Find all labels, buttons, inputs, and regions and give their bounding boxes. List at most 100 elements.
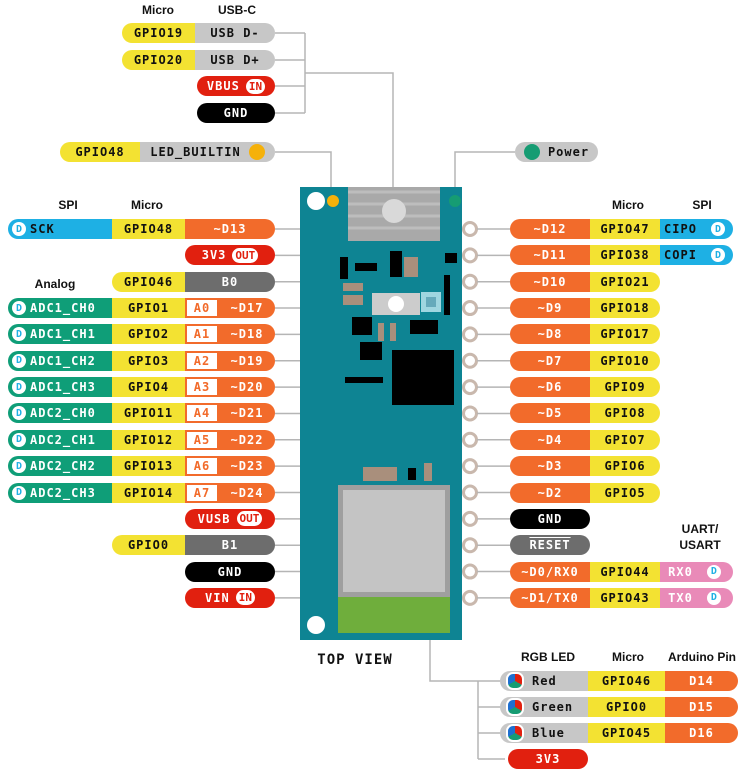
orange-label: ~D3 — [510, 456, 590, 477]
pin-label: ~D23 — [230, 459, 264, 474]
header-pin — [462, 484, 478, 501]
analog-label: A5 — [185, 429, 219, 450]
header-top_usbc: USB-C — [218, 3, 256, 17]
power-direction-badge: IN — [235, 590, 255, 606]
pin-row: D ADC1_CH0 GPIO1 A0 ~D17 — [8, 298, 275, 319]
pin-label: A3 — [193, 380, 211, 395]
pin-row: RESET — [510, 535, 590, 556]
top-view-label: TOP VIEW — [317, 652, 393, 668]
pin-label: GPIO38 — [600, 248, 650, 263]
pin-label: GND — [537, 511, 563, 526]
pin-label: ~D17 — [230, 301, 264, 316]
pin-row: 3V3 — [508, 749, 588, 769]
gpio-label: GPIO47 — [590, 219, 660, 239]
gpio-label: GPIO44 — [590, 561, 660, 582]
dgray-label: B1 — [185, 535, 275, 556]
gpio-label: GPIO0 — [112, 535, 185, 556]
power-direction-badge: OUT — [232, 247, 259, 263]
pin-label: ADC1_CH0 — [30, 301, 96, 316]
gpio-label: GPIO1 — [112, 298, 185, 319]
usb-c-port — [382, 199, 406, 223]
gpio-label: GPIO45 — [588, 723, 665, 743]
digital-badge-icon: D — [12, 406, 26, 421]
pin-label: A1 — [193, 327, 211, 342]
pin-label: ~D7 — [537, 353, 563, 368]
pin-label: GPIO48 — [75, 145, 125, 159]
header-pin — [462, 563, 478, 580]
header-right_usart: USART — [679, 538, 721, 552]
digital-badge-icon: D — [12, 380, 26, 395]
power-led — [449, 195, 461, 207]
orange-label: ~D18 — [219, 324, 275, 345]
orange-label: ~D2 — [510, 482, 590, 503]
gpio-label: GPIO6 — [590, 456, 660, 477]
pin-label: GPIO10 — [600, 353, 650, 368]
pin-label: GPIO6 — [604, 459, 646, 474]
pin-label: GPIO2 — [127, 327, 170, 342]
pin-label: ~D24 — [230, 485, 264, 500]
digital-badge-icon: D — [706, 564, 721, 579]
header-pin — [462, 431, 478, 448]
gray-label: Power — [515, 142, 598, 162]
gray-label: Green — [500, 697, 588, 717]
pin-label: ~D8 — [537, 327, 563, 342]
pin-row: ~D7 GPIO10 — [510, 350, 660, 371]
orange-label: D15 — [665, 697, 738, 717]
orange-label: ~D21 — [219, 403, 275, 424]
mounting-hole — [307, 616, 325, 634]
gpio-label: GPIO12 — [112, 429, 185, 450]
pin-label: GPIO48 — [123, 222, 174, 236]
analog-label: A7 — [185, 482, 219, 503]
orange-label: ~D17 — [219, 298, 275, 319]
pin-label: A4 — [193, 406, 211, 421]
pin-row: GND — [510, 508, 590, 529]
header-right_uart: UART/ — [681, 522, 719, 536]
header-left_spi: SPI — [58, 198, 78, 212]
analog-label: A1 — [185, 324, 219, 345]
header-pin — [462, 326, 478, 343]
power-direction-badge: IN — [245, 78, 266, 94]
orange-label: ~D9 — [510, 298, 590, 319]
pin-label: GPIO21 — [600, 274, 650, 289]
pin-label: ~D5 — [537, 406, 563, 421]
red-label: 3V3 — [508, 749, 588, 769]
mounting-hole — [307, 192, 325, 210]
orange-label: ~D22 — [219, 429, 275, 450]
rgb-led-icon — [506, 724, 524, 742]
gpio-label: GPIO21 — [590, 271, 660, 292]
pin-label: GPIO44 — [600, 564, 650, 579]
orange-label: ~D13 — [185, 219, 275, 239]
pin-label: COPI — [664, 248, 697, 263]
digital-badge-icon: D — [12, 301, 26, 316]
pin-label: ~D10 — [533, 274, 567, 289]
gpio-label: GPIO14 — [112, 482, 185, 503]
header-pin — [462, 300, 478, 317]
pin-label: GPIO7 — [604, 432, 646, 447]
pin-label: Red — [532, 674, 557, 688]
pin-label: GPIO9 — [604, 380, 646, 395]
pin-label: GPIO4 — [127, 380, 170, 395]
pin-label: GPIO46 — [123, 274, 174, 289]
gpio-label: GPIO5 — [590, 482, 660, 503]
header-rgb_micro: Micro — [611, 650, 645, 664]
pin-label: GPIO14 — [123, 485, 174, 500]
pin-row: ~D10 GPIO21 — [510, 271, 660, 292]
pin-label: A0 — [193, 301, 211, 316]
pin-label: ~D11 — [533, 248, 567, 263]
